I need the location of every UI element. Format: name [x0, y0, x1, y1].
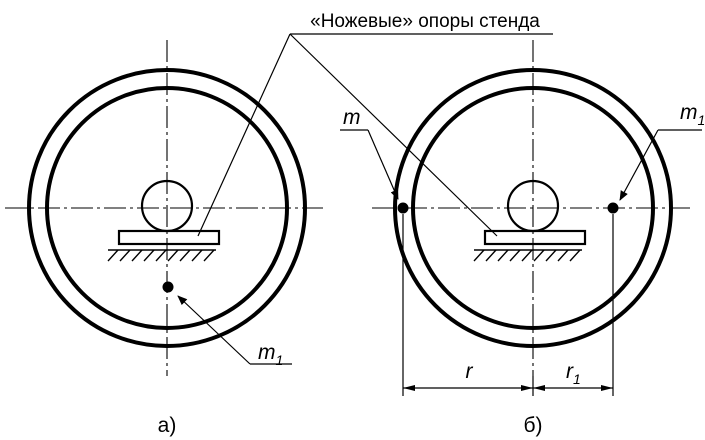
- panel-b-radius-r-label: r: [466, 360, 474, 383]
- panel-a-caption: а): [158, 414, 177, 437]
- title-label: «Ножевые» опоры стенда: [310, 11, 540, 32]
- panel-b-knife-support: [483, 229, 587, 246]
- leader-to-support-a: [197, 33, 291, 237]
- panel-b-wheel-outer: [393, 68, 673, 348]
- panel-a: m1 а): [5, 40, 323, 437]
- leader-to-support-b: [289, 33, 498, 237]
- panel-b-mass-m1: [607, 202, 619, 214]
- panel-b-radius-r1-label: r1: [566, 360, 581, 387]
- panel-b-ground-hatch: [473, 249, 582, 262]
- panel-a-ground-hatch: [107, 249, 216, 262]
- panel-a-wheel-outer: [27, 68, 307, 348]
- title-group: «Ножевые» опоры стенда: [197, 11, 553, 237]
- panel-b-mass-m1-leader: [619, 129, 659, 201]
- panel-a-mass-leader: [177, 295, 251, 365]
- panel-a-wheel-inner: [45, 86, 289, 330]
- panel-b-wheel-inner: [411, 86, 655, 330]
- panel-b-caption: б): [523, 414, 542, 437]
- panel-b-mass-m-leader: [367, 129, 399, 200]
- panel-a-mass-m1: [162, 281, 174, 293]
- panel-b-mass-m1-label: m1: [680, 101, 705, 128]
- panel-a-mass-label: m1: [258, 341, 283, 368]
- panel-a-knife-support: [117, 229, 221, 246]
- panel-b-mass-m: [397, 202, 409, 214]
- panel-b-mass-m-label: m: [343, 106, 361, 129]
- panel-b: m m1 r r1 б): [340, 40, 705, 437]
